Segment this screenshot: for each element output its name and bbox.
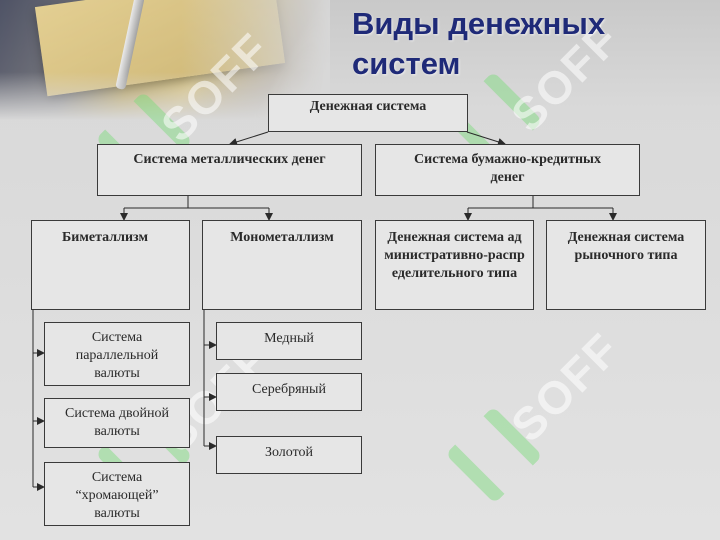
edge-root-paper [466,131,506,146]
node-administrative-system: Денежная система административно-распред… [375,220,534,310]
node-metallic-money: Система металлических денег [97,144,362,196]
node-double-currency: Система двойной валюты [44,398,190,448]
header-photo [0,0,330,120]
edge-root-metal [229,131,269,146]
node-monometallism: Монометаллизм [202,220,362,310]
node-copper: Медный [216,322,362,360]
node-gold: Золотой [216,436,362,474]
node-limping-currency: Система “хромающей” валюты [44,462,190,526]
node-silver: Серебряный [216,373,362,411]
node-parallel-currency: Система параллельной валюты [44,322,190,386]
node-bimetallism: Биметаллизм [31,220,190,310]
node-paper-credit-money: Система бумажно-кредитных денег [375,144,640,196]
node-market-system: Денежная система рыночного типа [546,220,706,310]
node-root: Денежная система [268,94,468,132]
page-title: Виды денежных систем [352,6,606,81]
